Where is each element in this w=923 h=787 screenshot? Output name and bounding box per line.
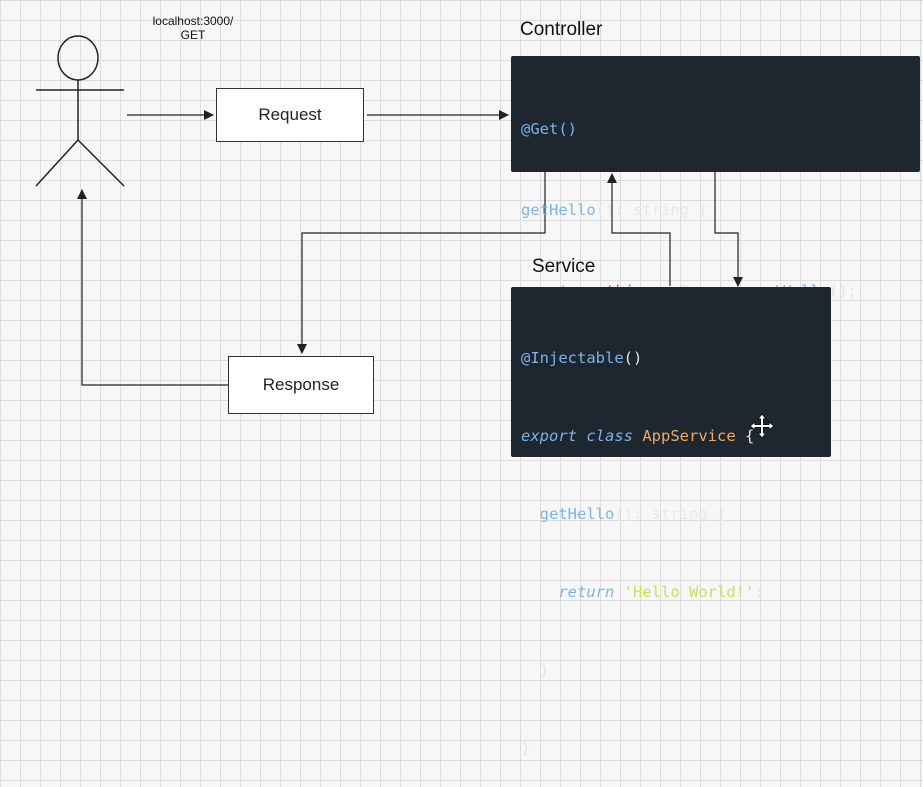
- service-title: Service: [532, 256, 596, 277]
- service-method-close-brace: }: [539, 661, 550, 679]
- service-code-block: @Injectable() export class AppService { …: [511, 287, 831, 757]
- request-method-line: GET: [180, 28, 206, 42]
- controller-method-name: getHello: [521, 201, 596, 219]
- service-export-class-keywords: export class: [521, 427, 633, 445]
- controller-method-signature: (): string {: [595, 201, 708, 219]
- service-decorator-parens: (): [623, 349, 643, 367]
- service-class-open-brace: {: [735, 427, 755, 445]
- arrow-controller-to-service: [714, 172, 743, 287]
- response-box: Response: [228, 356, 374, 414]
- service-method-signature: (): string {: [614, 505, 727, 523]
- request-box-label: Request: [258, 105, 322, 124]
- controller-decorator: @Get(): [521, 120, 577, 138]
- service-class-close-brace: }: [521, 739, 531, 757]
- service-decorator: @Injectable: [521, 349, 624, 367]
- service-return-string: 'Hello World!': [623, 583, 755, 601]
- response-box-label: Response: [262, 375, 340, 394]
- diagram-connectors: [35, 35, 743, 386]
- request-url-line: localhost:3000/: [152, 14, 234, 28]
- controller-title: Controller: [520, 19, 603, 40]
- controller-call-end: ();: [828, 282, 857, 300]
- request-box: Request: [216, 88, 364, 142]
- service-method-name: getHello: [539, 505, 615, 523]
- stick-figure-user-icon: [35, 35, 125, 187]
- service-class-name: AppService: [642, 427, 736, 445]
- arrow-service-to-controller: [607, 173, 671, 286]
- move-cursor-icon: [749, 413, 775, 439]
- arrow-response-to-user: [77, 189, 228, 386]
- service-return-keyword: return: [558, 583, 615, 601]
- request-url-label: localhost:3000/ GET: [148, 14, 238, 42]
- arrow-controller-to-response: [297, 172, 546, 354]
- service-return-semicolon: ;: [754, 583, 764, 601]
- controller-code-block: @Get() getHello(): string { return this.…: [511, 56, 920, 381]
